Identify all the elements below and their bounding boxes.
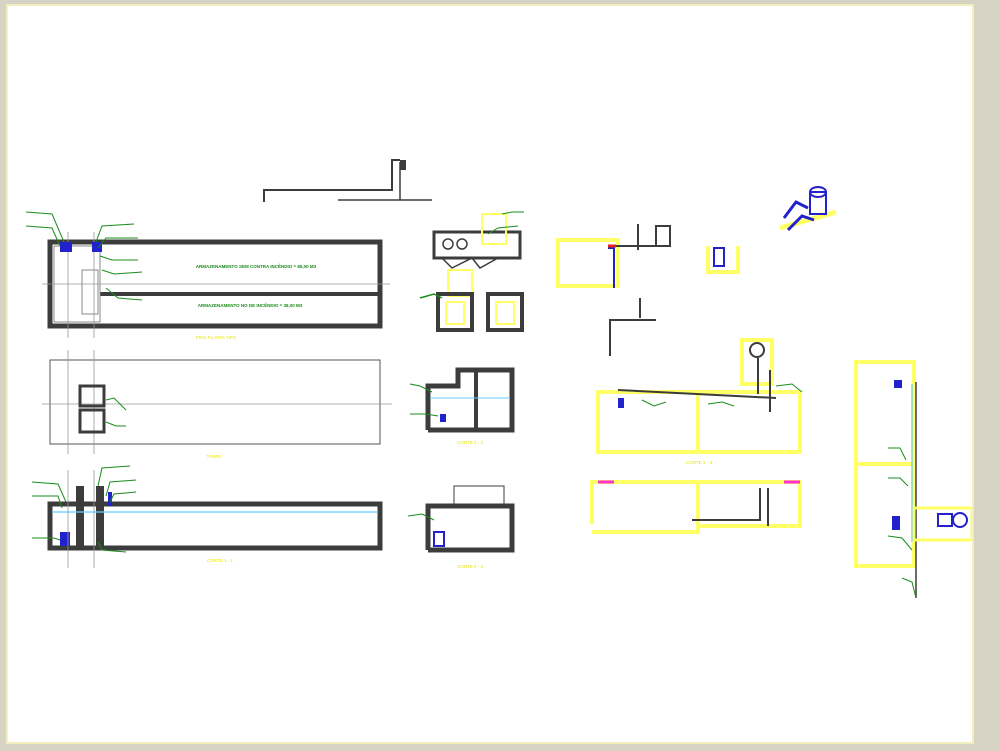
- pump-body: [937, 513, 953, 527]
- leader-line: [409, 383, 433, 393]
- plan-title: PISO PLANTA TIPO: [196, 335, 237, 340]
- leader-line: [487, 225, 519, 235]
- lower-outline: [590, 480, 802, 534]
- small-section-b: [486, 292, 524, 332]
- yellow-section-3: CORTE 3 - 3: [596, 338, 803, 465]
- pipe-marker: [894, 380, 902, 388]
- leader-line: [887, 535, 913, 551]
- yellow-frame: [481, 213, 507, 245]
- pump-icon: [456, 238, 468, 250]
- cad-drawing: ARMAZENAMENTO SEM CONTRA INCÊNDIO = 85,0…: [25, 159, 972, 599]
- pipe-run-top: [263, 159, 432, 202]
- pipe-line: [617, 389, 777, 399]
- leader-line: [888, 447, 907, 461]
- section-3-title: CORTE 3 - 3: [686, 460, 712, 465]
- section-3-outline: [596, 390, 802, 454]
- leader-line: [641, 399, 667, 407]
- leader-line: [97, 541, 127, 553]
- tank-plan: ARMAZENAMENTO SEM CONTRA INCÊNDIO = 85,0…: [25, 211, 390, 340]
- pump-icon: [442, 238, 454, 250]
- pipe-line: [608, 247, 615, 288]
- hopper-line: [441, 257, 499, 269]
- section-4-outline: [425, 503, 515, 553]
- leader-line: [419, 293, 443, 299]
- leader-line: [105, 397, 127, 411]
- pump-marker: [433, 531, 445, 547]
- leader-line: [888, 477, 909, 487]
- machine-room-detail: [432, 211, 524, 297]
- leader-line: [101, 269, 143, 275]
- pump-platform: [912, 506, 972, 542]
- section-1: CORTE 1 - 1: [31, 465, 383, 568]
- small-sections-top: [419, 292, 524, 332]
- room-box: [432, 230, 522, 260]
- leader-line: [105, 421, 126, 427]
- section-4-title: CORTE 4 - 4: [457, 564, 483, 569]
- leader-line: [32, 495, 63, 509]
- yellow-pit: [706, 246, 740, 274]
- pipe-marker: [618, 398, 624, 408]
- pump-icon: [749, 342, 765, 358]
- tank-plan-shaft: [81, 269, 99, 315]
- section-1-wall: [47, 501, 383, 551]
- valve: [400, 160, 406, 170]
- leader-line: [410, 413, 439, 417]
- section-1-riser: [96, 486, 104, 548]
- valve-marker: [60, 242, 72, 252]
- pump-icon: [952, 512, 968, 528]
- tank-icon: [655, 225, 671, 247]
- hatch-1: [78, 384, 106, 408]
- leader-line: [97, 237, 138, 249]
- section-2-title: CORTE 2 - 2: [457, 440, 483, 445]
- iso-motor-body: [809, 191, 827, 215]
- pipe-marker: [892, 516, 900, 530]
- section-1-riser: [76, 486, 84, 548]
- hatch-2: [78, 408, 106, 434]
- yellow-room: [556, 238, 620, 288]
- pipe-line: [609, 319, 656, 356]
- section-1-title: CORTE 1 - 1: [207, 558, 233, 563]
- pipe-marker: [440, 414, 446, 422]
- yellow-frame: [495, 301, 515, 325]
- cover-title: TAMPA: [207, 454, 222, 459]
- yellow-frame: [445, 301, 465, 325]
- leader-line: [901, 577, 917, 599]
- pump-marker: [60, 532, 70, 546]
- leader-line: [32, 537, 61, 541]
- tank-cover: TAMPA: [42, 350, 392, 459]
- yellow-detail-top: [556, 224, 740, 356]
- pipe-line: [263, 159, 400, 202]
- leader-line: [25, 225, 61, 247]
- cistern-bottom-note: ARMAZENAMENTO NO DE INCÊNDIO = 38,00 M3: [198, 301, 303, 308]
- section-2-outline: [425, 367, 515, 433]
- leader-line: [707, 401, 735, 407]
- iso-pipe: [786, 214, 815, 232]
- tall-section: [854, 360, 972, 599]
- leader-line: [105, 287, 143, 301]
- leader-line: [31, 481, 67, 503]
- leader-line: [95, 223, 135, 243]
- drawing-sheet: ARMAZENAMENTO SEM CONTRA INCÊNDIO = 85,0…: [6, 4, 974, 744]
- section-4: CORTE 4 - 4: [407, 485, 515, 569]
- section-2: CORTE 2 - 2: [409, 367, 515, 445]
- cistern-top-note: ARMAZENAMENTO SEM CONTRA INCÊNDIO = 85,0…: [196, 262, 317, 269]
- cover-outline: [49, 359, 381, 445]
- iso-pipe: [782, 200, 809, 219]
- leader-line: [97, 465, 131, 487]
- leader-line: [109, 491, 137, 503]
- leader-line: [775, 383, 803, 393]
- pump-marker: [713, 247, 725, 267]
- leader-line: [25, 211, 65, 243]
- leader-line: [407, 513, 435, 521]
- valve-marker: [92, 242, 102, 252]
- isometric-pump: [779, 186, 837, 232]
- yellow-section-lower: [590, 480, 802, 534]
- pipe-marker: [108, 492, 112, 506]
- leader-line: [99, 255, 138, 261]
- small-section-a: [436, 292, 474, 332]
- leader-line: [105, 479, 137, 497]
- pipe-line: [692, 488, 761, 521]
- leader-line: [501, 211, 524, 215]
